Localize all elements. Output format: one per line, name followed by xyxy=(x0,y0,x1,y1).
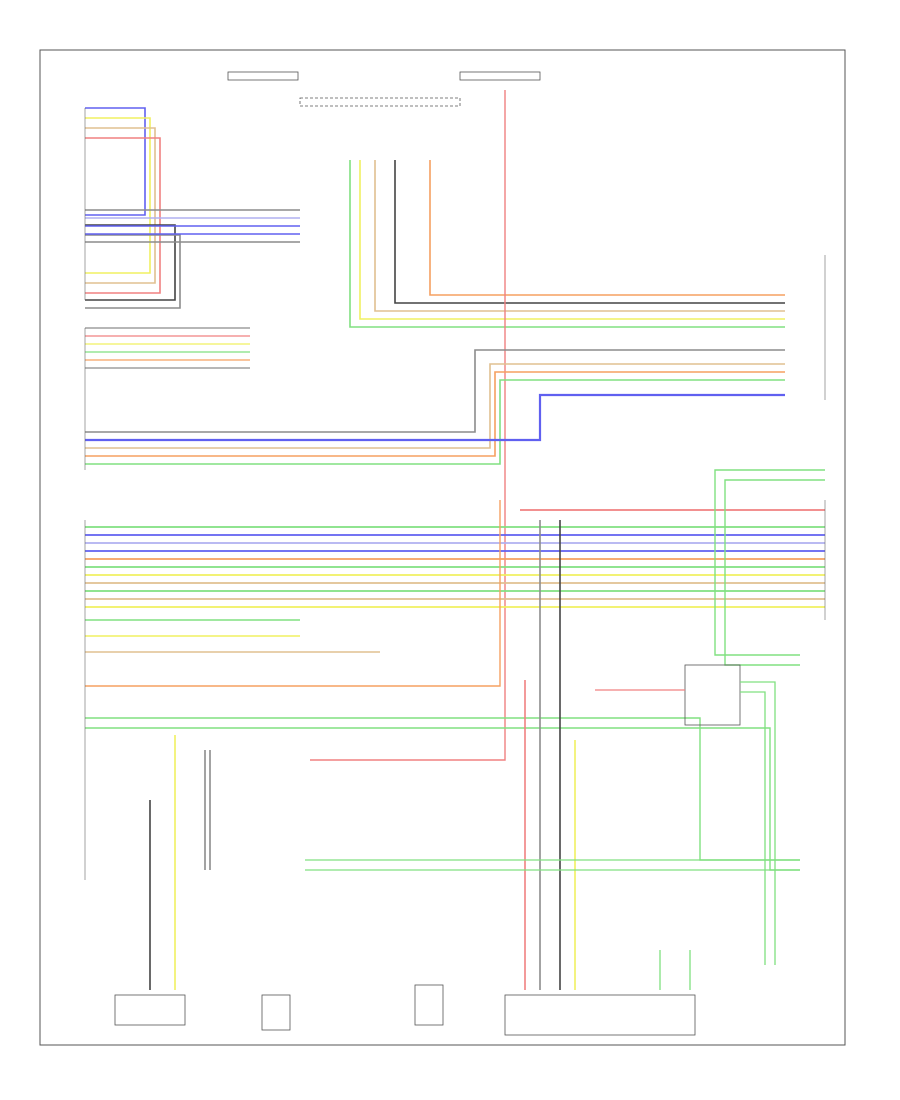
right-harness-mid xyxy=(85,349,785,465)
lower-left-stubs xyxy=(85,500,800,871)
control-module-leads xyxy=(595,681,776,965)
antenna-box xyxy=(414,984,444,1026)
upper-left-harness xyxy=(85,107,181,309)
connector-block-mid xyxy=(85,327,250,369)
left-speaker-box xyxy=(114,994,186,1026)
connector-block-upper xyxy=(85,209,300,243)
bottom-green-wires xyxy=(305,859,800,990)
fuse-box-top-center xyxy=(459,71,541,81)
control-module-box xyxy=(684,664,741,726)
main-bus xyxy=(85,509,825,608)
electronics-connector-block xyxy=(299,97,461,107)
small-module-box xyxy=(261,994,291,1031)
right-green-risers xyxy=(714,469,825,666)
audio-unit-box xyxy=(504,994,696,1036)
right-harness-top xyxy=(349,160,785,328)
label-ticks xyxy=(84,108,826,880)
fuse-box-top-left xyxy=(227,71,299,81)
diagram-frame xyxy=(39,49,846,1046)
wire-red-vertical xyxy=(310,90,506,761)
lower-verticals xyxy=(149,520,576,990)
